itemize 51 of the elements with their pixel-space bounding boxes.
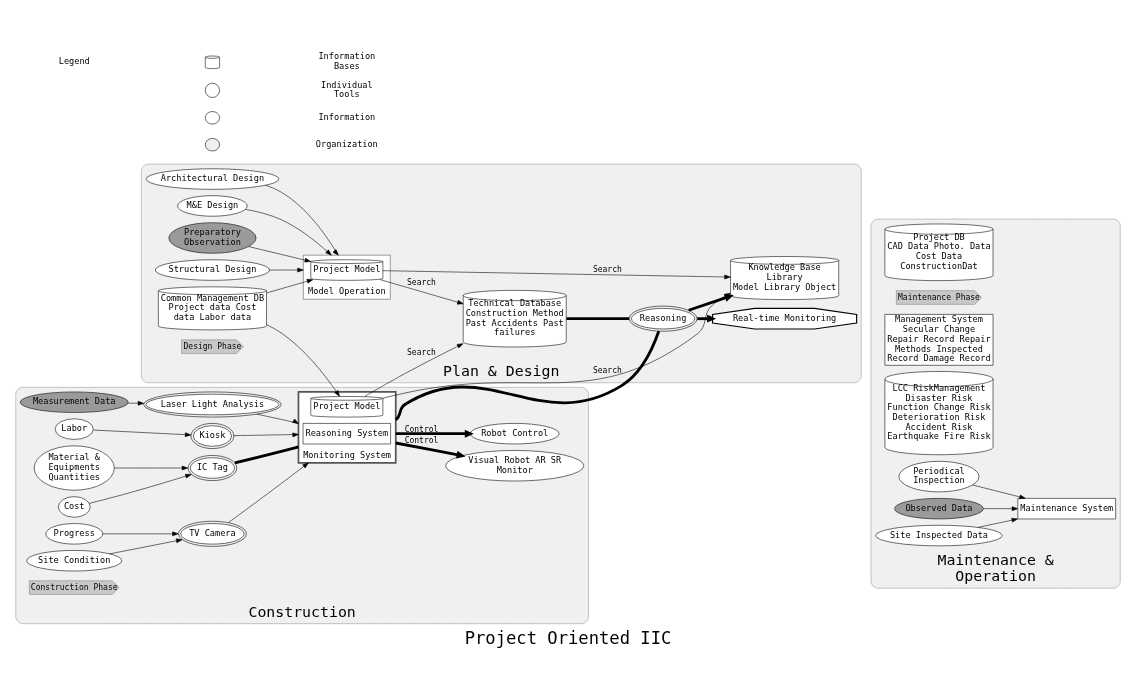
arrow — [248, 246, 311, 263]
connector — [394, 330, 661, 421]
diagram-title: Project Oriented IIC — [464, 628, 672, 649]
arrow — [102, 531, 179, 537]
arrow — [256, 413, 299, 424]
arrow — [266, 279, 314, 294]
node-ellipse: Structural Design — [154, 259, 270, 281]
arrow — [228, 462, 309, 523]
node-box: Management System Secular Change Repair Record Repair Methods Inspected Record Damage Record — [884, 314, 994, 366]
arrow — [983, 506, 1019, 511]
node-ellipse: Material & Equipments Quantities — [33, 445, 115, 491]
connector — [566, 317, 630, 321]
arrow — [977, 517, 1018, 528]
arrow — [89, 473, 192, 504]
node-box: Maintenance System — [1017, 498, 1116, 520]
node-box: Reasoning System — [302, 423, 391, 445]
arrow — [972, 484, 1026, 500]
arrow — [364, 343, 464, 397]
node-ellipse: Measurement Data — [19, 391, 129, 413]
arrow — [266, 324, 340, 397]
node-ellipse: Periodical Inspection — [898, 461, 980, 493]
arrow — [382, 292, 731, 399]
node-ellipse: Progress — [45, 523, 103, 545]
arrow — [688, 294, 734, 312]
node-ellipse: Robot Control — [470, 423, 560, 445]
node-ellipse: Preparatory Observation — [168, 222, 257, 254]
node-ellipse: Observed Data — [894, 498, 984, 520]
arrow — [395, 429, 474, 438]
legend-label: Information — [318, 111, 376, 122]
node-ellipse: Architectural Design — [145, 168, 280, 190]
arrow — [269, 267, 304, 273]
arrow — [395, 441, 466, 459]
node-ellipse: Cost — [57, 496, 91, 518]
legend-label: Information Bases — [318, 51, 376, 72]
arrow — [233, 432, 299, 438]
arrow — [114, 465, 189, 471]
arrow — [382, 270, 731, 280]
connector — [234, 445, 299, 465]
arrow — [127, 401, 145, 406]
arrow — [265, 185, 339, 256]
legend-label: Individual Tools — [320, 79, 373, 100]
node-ellipse: Site Inspected Data — [875, 524, 1003, 547]
arrow — [245, 209, 332, 256]
node-ellipse: Labor — [54, 418, 94, 440]
label: Legend — [58, 56, 90, 67]
node-ellipse: M&E Design — [177, 195, 248, 217]
arrow — [380, 279, 464, 305]
legend-label: Organization — [315, 138, 378, 149]
arrow — [93, 429, 192, 437]
arrow — [109, 538, 183, 555]
node-ellipse: Site Condition — [26, 550, 123, 572]
